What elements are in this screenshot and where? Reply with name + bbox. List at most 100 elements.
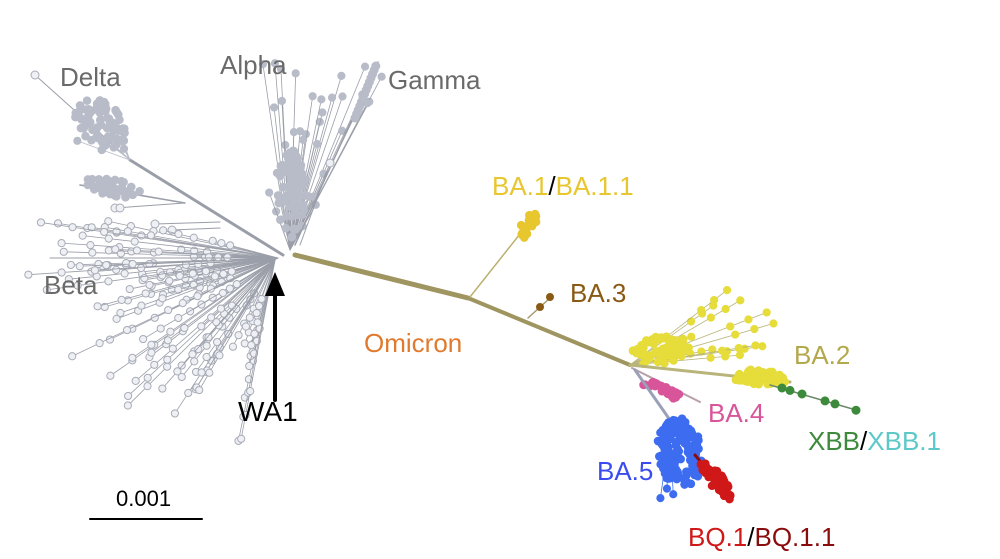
label-ba5: BA.5 <box>597 456 654 486</box>
beta-node <box>57 239 66 248</box>
ba2-node <box>684 343 693 352</box>
alpha-node <box>338 92 347 101</box>
beta-node <box>174 313 183 323</box>
beta-node <box>112 265 121 274</box>
alpha-node <box>312 139 322 149</box>
beta-node <box>177 372 186 382</box>
ba2-node <box>657 347 667 357</box>
alpha-node <box>287 232 297 242</box>
label-wa1: WA1 <box>238 396 298 427</box>
beta-branch <box>161 259 276 389</box>
ba2-node <box>717 346 727 355</box>
xbb-node <box>785 385 795 395</box>
label-ba3: BA.3 <box>570 278 627 308</box>
ba5-branch <box>660 429 671 499</box>
label-ba1: BA.1 <box>492 171 549 201</box>
beta-node <box>87 223 96 232</box>
alpha-node <box>377 72 386 81</box>
delta-node <box>110 191 120 200</box>
label-separator: / <box>747 522 755 552</box>
beta-node <box>204 333 213 342</box>
xbb-node <box>851 405 861 415</box>
beta-branch <box>114 248 279 259</box>
beta-node <box>174 285 183 294</box>
beta-node <box>125 284 134 294</box>
alpha-node <box>299 135 308 144</box>
alpha-node <box>288 186 297 195</box>
beta-node <box>86 241 95 250</box>
label-xbb1: XBB.1 <box>867 426 941 456</box>
beta-node <box>253 318 262 327</box>
beta-node <box>68 223 77 232</box>
ba2-node <box>722 285 732 295</box>
ba2-node <box>677 337 687 346</box>
ba4-node <box>662 388 672 398</box>
beta-node <box>188 350 197 359</box>
ba2-node <box>710 295 719 305</box>
beta-node <box>185 307 195 316</box>
ba5-node <box>693 471 703 481</box>
label-separator: / <box>860 426 868 456</box>
label-bq1-bq11: BQ.1/BQ.1.1 <box>688 524 835 550</box>
ba2-node <box>686 317 696 326</box>
beta-node <box>215 351 224 360</box>
alpha-node <box>337 71 346 81</box>
delta-node <box>117 176 126 186</box>
ba5-node <box>669 490 678 499</box>
beta-node <box>247 341 256 350</box>
ba5-node <box>655 452 665 461</box>
ba2-node <box>632 348 641 358</box>
beta-node <box>36 218 46 227</box>
beta-node <box>145 280 154 290</box>
ba2-node <box>769 319 778 328</box>
beta-node <box>232 280 241 289</box>
ba1-node <box>524 216 534 226</box>
beta-node <box>228 342 238 351</box>
beta-branch <box>82 235 279 259</box>
alpha-node <box>291 162 301 172</box>
beta-node <box>78 231 87 240</box>
beta-node <box>100 227 109 237</box>
xbb-node <box>820 396 830 406</box>
ba5-node <box>664 474 673 483</box>
beta-node <box>112 314 121 323</box>
beta-node <box>207 313 216 322</box>
ba5-node <box>658 425 668 435</box>
ba4-node <box>671 388 681 397</box>
delta-node <box>92 123 102 132</box>
beta-node <box>174 229 183 239</box>
beta-branch <box>46 257 279 291</box>
delta-node <box>102 174 111 184</box>
alpha-node <box>270 59 280 68</box>
beta-node <box>93 302 102 311</box>
delta-node <box>104 114 114 124</box>
beta-node <box>158 384 167 393</box>
delta-node <box>115 203 125 213</box>
alpha-node <box>308 92 317 101</box>
beta-node <box>210 272 220 281</box>
beta-node <box>104 246 113 255</box>
beta-node <box>166 327 175 336</box>
beta-node <box>245 313 254 322</box>
beta-node <box>104 277 113 286</box>
delta-node <box>94 175 104 184</box>
beta-node <box>95 339 104 348</box>
delta-node <box>100 141 109 151</box>
ba5-node <box>680 437 689 447</box>
bq-node <box>725 494 734 504</box>
beta-node <box>177 361 186 370</box>
beta-node <box>158 271 167 280</box>
beta-node <box>214 253 223 262</box>
delta-node <box>83 175 93 184</box>
beta-node <box>164 305 173 315</box>
ba1-node <box>521 226 531 236</box>
beta-node <box>143 382 152 391</box>
beta-branch <box>91 226 279 259</box>
beta-node <box>218 288 228 298</box>
beta-branch <box>68 257 279 280</box>
delta-node <box>71 112 80 122</box>
beta-node <box>212 318 221 327</box>
beta-node <box>123 401 132 410</box>
label-alpha: Alpha <box>220 50 287 80</box>
beta-node <box>194 344 203 354</box>
